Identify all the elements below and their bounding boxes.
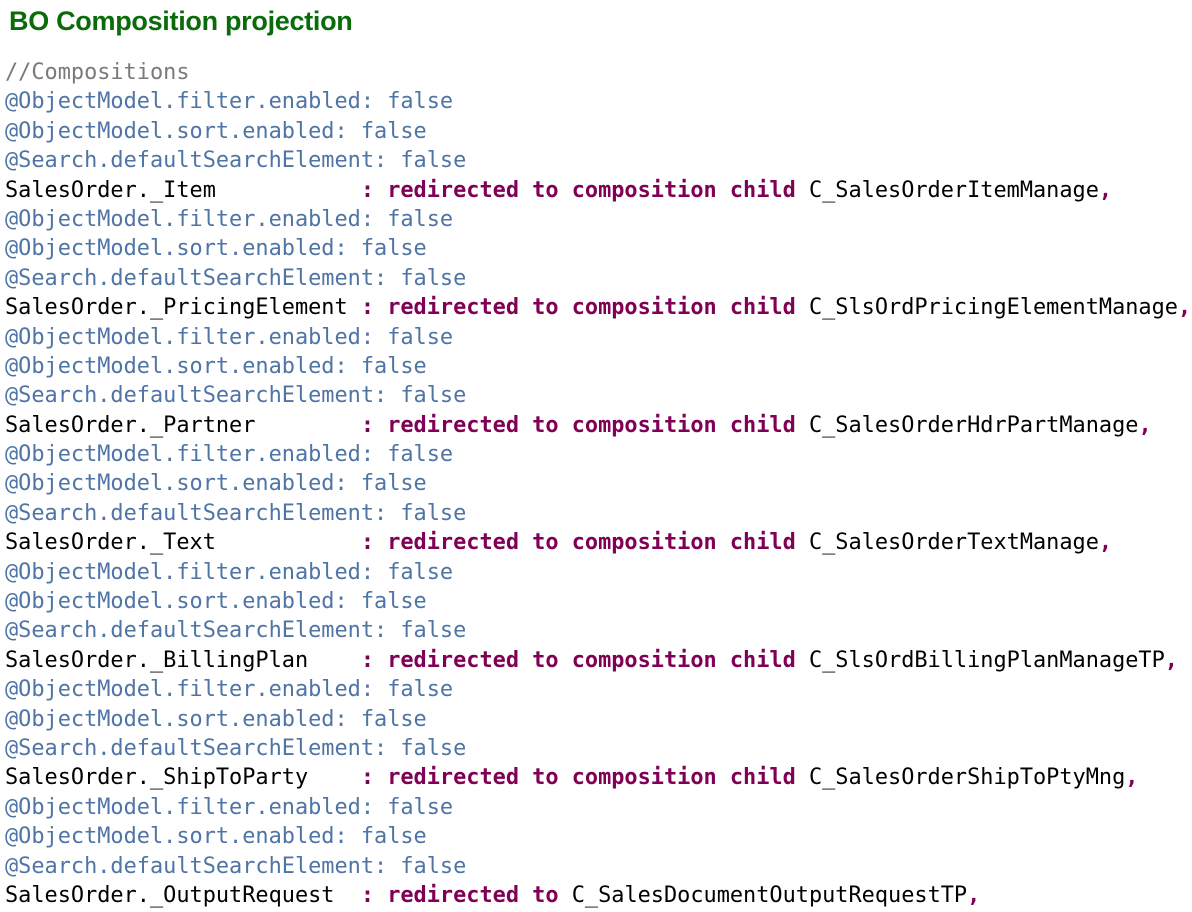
code-line: @ObjectModel.filter.enabled: false xyxy=(5,323,1191,352)
keyword-text: , xyxy=(967,882,981,908)
annotation-text: @ObjectModel.sort.enabled: false xyxy=(5,824,427,850)
keyword-text: , xyxy=(1125,765,1139,791)
annotation-text: @ObjectModel.sort.enabled: false xyxy=(5,118,427,144)
keyword-text: , xyxy=(1164,647,1178,673)
annotation-text: @ObjectModel.sort.enabled: false xyxy=(5,236,427,262)
code-line: @ObjectModel.sort.enabled: false xyxy=(5,234,1191,263)
code-text: SalesOrder._OutputRequest xyxy=(5,882,361,908)
code-line: @Search.defaultSearchElement: false xyxy=(5,852,1191,881)
annotation-text: @ObjectModel.filter.enabled: false xyxy=(5,677,454,703)
code-line: //Compositions xyxy=(5,58,1191,87)
annotation-text: @Search.defaultSearchElement: false xyxy=(5,265,467,291)
code-line: SalesOrder._Text : redirected to composi… xyxy=(5,528,1191,557)
code-line: @Search.defaultSearchElement: false xyxy=(5,146,1191,175)
code-text: C_SalesOrderTextManage xyxy=(795,530,1099,556)
keyword-text: : redirected to composition child xyxy=(360,765,796,791)
annotation-text: @Search.defaultSearchElement: false xyxy=(5,500,467,526)
annotation-text: @ObjectModel.filter.enabled: false xyxy=(5,442,454,468)
code-text: SalesOrder._BillingPlan xyxy=(5,647,361,673)
annotation-text: @Search.defaultSearchElement: false xyxy=(5,735,467,761)
annotation-text: @ObjectModel.filter.enabled: false xyxy=(5,559,454,585)
code-line: @Search.defaultSearchElement: false xyxy=(5,734,1191,763)
annotation-text: @ObjectModel.filter.enabled: false xyxy=(5,324,454,350)
code-line: SalesOrder._BillingPlan : redirected to … xyxy=(5,646,1191,675)
keyword-text: : redirected to composition child xyxy=(360,412,796,438)
code-line: @ObjectModel.filter.enabled: false xyxy=(5,205,1191,234)
code-line: SalesOrder._ShipToParty : redirected to … xyxy=(5,763,1191,792)
code-text: SalesOrder._ShipToParty xyxy=(5,765,361,791)
code-line: @ObjectModel.sort.enabled: false xyxy=(5,352,1191,381)
code-line: @ObjectModel.filter.enabled: false xyxy=(5,558,1191,587)
code-block: //Compositions @ObjectModel.filter.enable… xyxy=(5,58,1191,910)
code-line: @ObjectModel.sort.enabled: false xyxy=(5,117,1191,146)
code-line: SalesOrder._PricingElement : redirected … xyxy=(5,293,1191,322)
keyword-text: , xyxy=(1177,295,1192,321)
code-text: C_SalesOrderShipToPtyMng xyxy=(795,765,1126,791)
annotation-text: @Search.defaultSearchElement: false xyxy=(5,618,467,644)
keyword-text: : redirected to composition child xyxy=(360,530,796,556)
keyword-text: : redirected to composition child xyxy=(360,177,796,203)
annotation-text: @Search.defaultSearchElement: false xyxy=(5,383,467,409)
code-text: C_SalesDocumentOutputRequestTP xyxy=(558,882,968,908)
keyword-text: : redirected to composition child xyxy=(360,647,796,673)
code-line: @ObjectModel.filter.enabled: false xyxy=(5,793,1191,822)
annotation-text: @Search.defaultSearchElement: false xyxy=(5,853,467,879)
code-text: SalesOrder._PricingElement xyxy=(5,295,361,321)
code-line: @ObjectModel.sort.enabled: false xyxy=(5,822,1191,851)
annotation-text: @Search.defaultSearchElement: false xyxy=(5,148,467,174)
annotation-text: @ObjectModel.sort.enabled: false xyxy=(5,353,427,379)
keyword-text: , xyxy=(1138,412,1152,438)
code-text: C_SalesOrderItemManage xyxy=(795,177,1099,203)
code-text: SalesOrder._Item xyxy=(5,177,361,203)
code-text: SalesOrder._Partner xyxy=(5,412,361,438)
annotation-text: @ObjectModel.filter.enabled: false xyxy=(5,89,454,115)
keyword-text: , xyxy=(1098,177,1113,203)
code-text: SalesOrder._Text xyxy=(5,530,361,556)
code-line: @Search.defaultSearchElement: false xyxy=(5,381,1191,410)
annotation-text: @ObjectModel.sort.enabled: false xyxy=(5,706,427,732)
code-text: C_SlsOrdPricingElementManage xyxy=(795,295,1178,321)
code-line: @ObjectModel.sort.enabled: false xyxy=(5,705,1191,734)
annotation-text: @ObjectModel.sort.enabled: false xyxy=(5,589,427,615)
annotation-text: @ObjectModel.sort.enabled: false xyxy=(5,471,427,497)
code-line: SalesOrder._Item : redirected to composi… xyxy=(5,176,1191,205)
page-title: BO Composition projection xyxy=(9,6,353,36)
code-line: @Search.defaultSearchElement: false xyxy=(5,616,1191,645)
keyword-text: : redirected to composition child xyxy=(360,295,796,321)
code-line: @ObjectModel.sort.enabled: false xyxy=(5,587,1191,616)
keyword-text: , xyxy=(1098,530,1113,556)
code-text: C_SalesOrderHdrPartManage xyxy=(795,412,1139,438)
keyword-text: : redirected to xyxy=(360,882,559,908)
code-line: @Search.defaultSearchElement: false xyxy=(5,264,1191,293)
code-line: @ObjectModel.filter.enabled: false xyxy=(5,440,1191,469)
code-line: @ObjectModel.filter.enabled: false xyxy=(5,675,1191,704)
code-line: @ObjectModel.sort.enabled: false xyxy=(5,469,1191,498)
code-comment: //Compositions xyxy=(5,60,190,85)
code-line: SalesOrder._OutputRequest : redirected t… xyxy=(5,881,1191,910)
annotation-text: @ObjectModel.filter.enabled: false xyxy=(5,794,454,820)
code-line: SalesOrder._Partner : redirected to comp… xyxy=(5,411,1191,440)
code-text: C_SlsOrdBillingPlanManageTP xyxy=(795,647,1165,673)
code-line: @ObjectModel.filter.enabled: false xyxy=(5,87,1191,116)
code-line: @Search.defaultSearchElement: false xyxy=(5,499,1191,528)
annotation-text: @ObjectModel.filter.enabled: false xyxy=(5,206,454,232)
